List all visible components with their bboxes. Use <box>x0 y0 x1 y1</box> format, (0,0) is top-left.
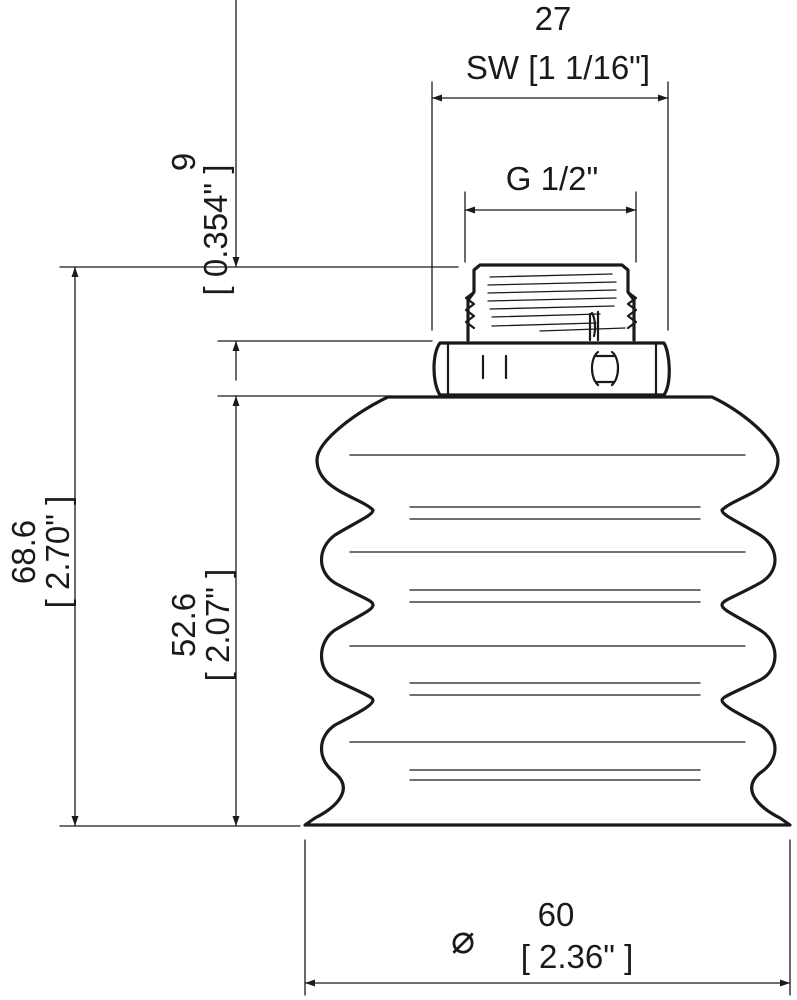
bellows-body <box>303 395 792 827</box>
bellows-height-sub-label: [ 2.07" ] <box>199 569 236 682</box>
thread-lines <box>487 273 626 332</box>
key-detail <box>588 310 600 342</box>
thread-teeth-right <box>626 290 638 330</box>
threaded-nipple <box>466 263 636 342</box>
dimension-lines <box>71 0 791 987</box>
thread-teeth-left <box>464 290 476 330</box>
total-height-value-label: 68.6 <box>5 520 42 584</box>
sw-sub-label: SW [1 1/16"] <box>466 49 650 86</box>
nipple-height-value-label: 9 <box>165 153 202 171</box>
extension-lines <box>59 81 791 996</box>
hex-nut-hole <box>590 350 620 387</box>
diameter-sub-label: [ 2.36" ] <box>521 938 634 975</box>
bellows-height-value-label: 52.6 <box>165 593 202 657</box>
bellows-rib-lines <box>349 454 746 781</box>
total-height-sub-label: [ 2.70" ] <box>39 496 76 609</box>
diameter-value-label: 60 <box>538 896 575 933</box>
sw-value-label: 27 <box>535 0 572 37</box>
nipple-height-sub-label: [ 0.354" ] <box>197 165 234 296</box>
thread-label: G 1/2" <box>506 160 598 197</box>
hex-nut <box>432 341 671 397</box>
part-outline <box>303 263 792 827</box>
diameter-symbol: ⌀ <box>451 918 475 962</box>
